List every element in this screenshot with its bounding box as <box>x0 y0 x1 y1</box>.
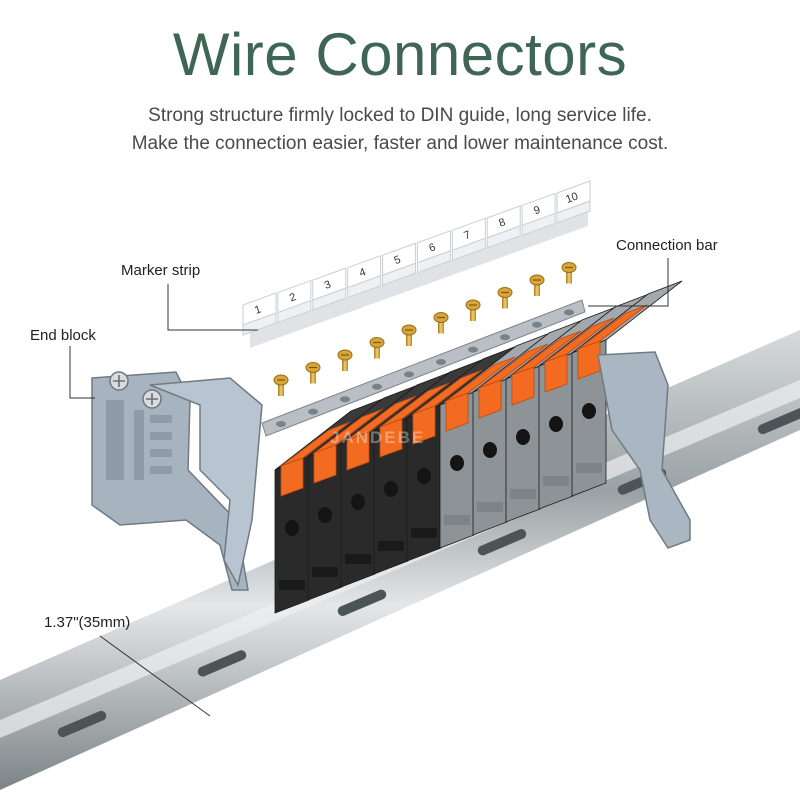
connection-bar-label: Connection bar <box>616 237 718 254</box>
marker-tab: 8 <box>486 205 521 249</box>
marker-number: 8 <box>497 216 507 229</box>
screw-icon <box>305 362 321 384</box>
marker-number: 6 <box>427 241 437 254</box>
screw-icon <box>465 299 481 321</box>
rail-width-label: 1.37"(35mm) <box>44 614 131 631</box>
marker-tab: 7 <box>451 217 486 262</box>
subtitle-line-2: Make the connection easier, faster and l… <box>131 133 669 154</box>
rail-slot <box>477 529 527 556</box>
end-block-label: End block <box>30 327 96 344</box>
marker-number: 1 <box>253 303 263 316</box>
wire-port <box>549 416 563 432</box>
marker-number: 3 <box>323 279 333 292</box>
wire-port <box>351 494 365 510</box>
end-clamp-right <box>597 351 691 549</box>
marker-tab: 9 <box>521 192 556 237</box>
terminal-block-grey <box>505 306 617 523</box>
rail-slot <box>57 710 107 738</box>
bar-hole <box>276 421 286 427</box>
bar-hole <box>500 334 510 341</box>
callout-lines <box>69 258 669 717</box>
end-block-leader <box>69 346 95 399</box>
bar-hole <box>436 359 446 365</box>
page-title: Wire Connectors <box>172 21 628 88</box>
marker-tab: 2 <box>277 279 312 324</box>
bar-hole <box>468 346 478 353</box>
watermark-text: JANDEBE <box>330 428 426 447</box>
terminal-block-black <box>373 358 485 575</box>
wire-port <box>582 403 596 419</box>
screw-icon <box>433 312 449 334</box>
marker-number: 2 <box>288 291 298 304</box>
marker-tab: 4 <box>347 254 382 299</box>
screw-icon <box>273 374 289 396</box>
marker-number: 9 <box>532 204 542 217</box>
bar-hole <box>372 383 382 390</box>
screw-icon <box>561 262 577 284</box>
wire-port <box>318 507 332 523</box>
terminal-block-black <box>274 397 386 614</box>
connection-bar-leader <box>588 258 669 307</box>
rail-width-leader <box>99 635 211 717</box>
marker-number: 10 <box>564 190 580 205</box>
marker-number: 4 <box>358 266 368 279</box>
terminal-block-grey <box>538 293 650 510</box>
bar-hole <box>404 371 414 378</box>
marker-strip: 1 2 3 4 5 6 7 8 9 10 <box>242 180 591 348</box>
marker-tab: 5 <box>382 242 417 286</box>
rail-slot <box>197 650 247 677</box>
bar-hole <box>532 321 542 328</box>
marker-strip-label: Marker strip <box>121 262 201 279</box>
connection-bar-holes <box>276 309 574 427</box>
wire-port <box>285 520 299 536</box>
connection-bar <box>261 299 586 437</box>
marker-number: 7 <box>462 229 472 242</box>
terminal-block-black <box>307 384 419 601</box>
marker-number: 5 <box>393 254 403 267</box>
screw-icon <box>529 274 545 296</box>
wire-port <box>516 429 530 445</box>
marker-tab: 10 <box>556 180 591 224</box>
marker-tab: 6 <box>416 230 451 274</box>
rail-slot <box>757 408 800 435</box>
terminal-block-black <box>406 345 518 562</box>
wire-port <box>417 468 431 484</box>
marker-strip-leader <box>167 284 258 331</box>
screw-icon <box>401 324 417 346</box>
terminal-block-grey <box>571 280 683 497</box>
screws <box>273 262 577 396</box>
screw-icon <box>497 287 513 309</box>
screw-icon <box>369 337 385 359</box>
bar-hole <box>340 396 350 403</box>
marker-tab: 3 <box>312 267 347 311</box>
wire-port <box>450 455 464 471</box>
rail-slot <box>337 589 387 616</box>
subtitle-line-1: Strong structure firmly locked to DIN gu… <box>148 105 652 126</box>
bar-hole <box>308 408 318 415</box>
terminal-blocks <box>274 280 683 614</box>
terminal-block-grey <box>439 332 551 549</box>
wire-port <box>384 481 398 497</box>
terminal-block-black <box>340 371 452 588</box>
wire-port <box>483 442 497 458</box>
end-block <box>91 371 263 591</box>
screw-icon <box>337 349 353 371</box>
terminal-block-grey <box>472 319 584 536</box>
bar-hole <box>564 309 574 316</box>
